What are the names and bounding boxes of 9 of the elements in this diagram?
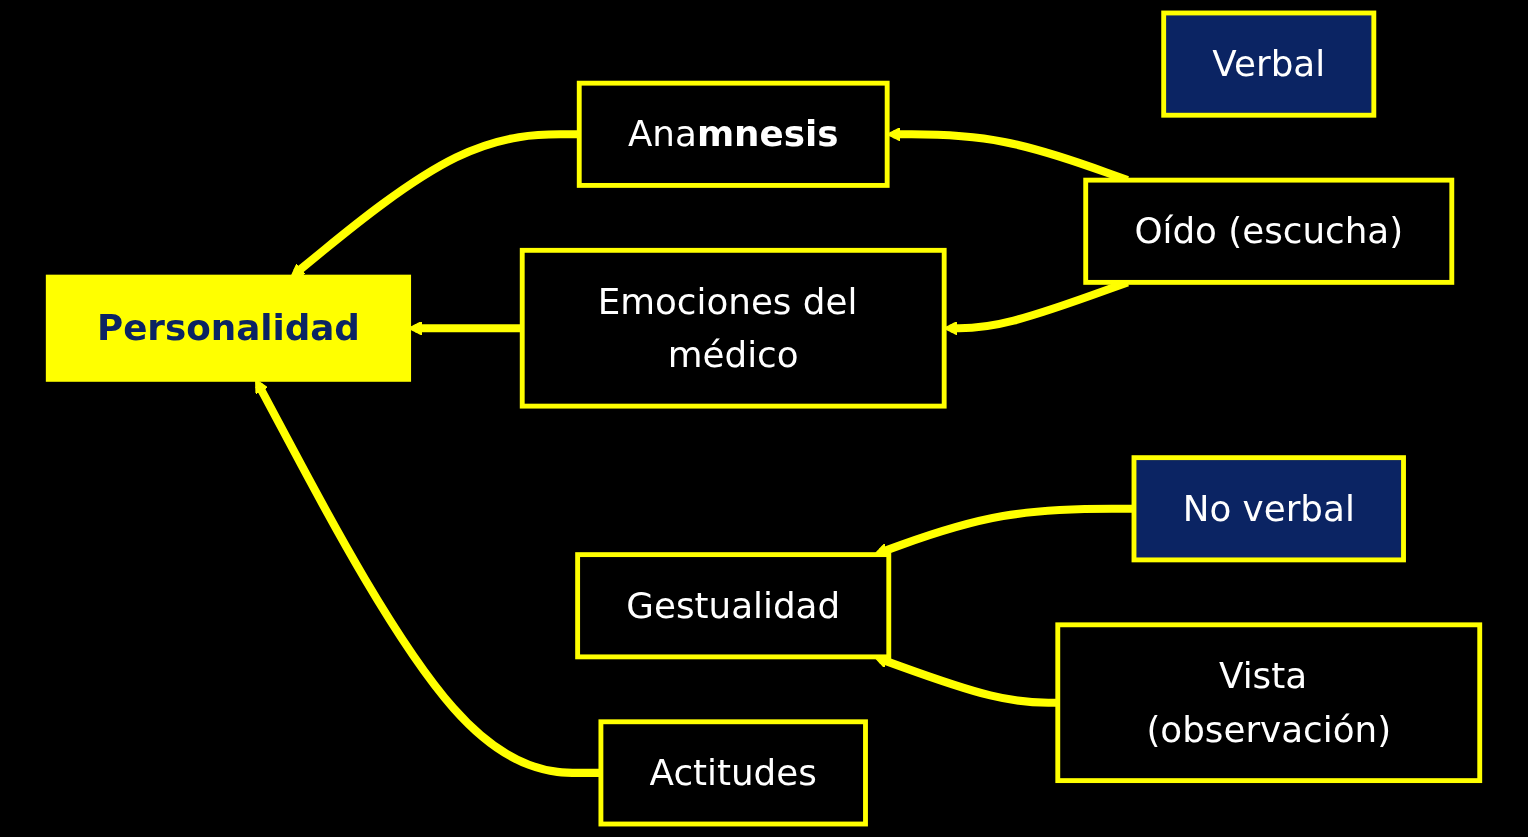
node-box: Oído (escucha) — [1083, 177, 1455, 285]
node-box: Emociones del médico — [519, 247, 947, 409]
node-box: Actitudes — [598, 719, 868, 827]
node-box: Anamnesis — [576, 80, 890, 188]
node-box: Personalidad — [45, 274, 412, 382]
node-box: No verbal — [1131, 455, 1406, 563]
node-box: Vista (observación) — [1055, 622, 1483, 784]
node-box: Gestualidad — [575, 552, 892, 660]
node-box: Verbal — [1161, 10, 1377, 118]
